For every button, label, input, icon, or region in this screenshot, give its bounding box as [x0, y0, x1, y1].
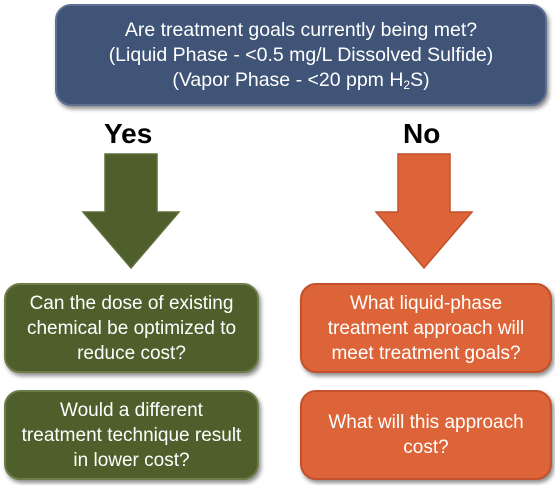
- yes-box-different-technique: Would a different treatment technique re…: [4, 390, 259, 480]
- question-line-3-subscript: 2: [403, 77, 411, 92]
- question-line-1: Are treatment goals currently being met?: [124, 18, 478, 41]
- question-box: Are treatment goals currently being met?…: [55, 4, 547, 106]
- yes-box-optimize-dose: Can the dose of existing chemical be opt…: [4, 283, 259, 373]
- no-box-treatment-approach-text: What liquid-phase treatment approach wil…: [327, 292, 525, 364]
- question-line-3: (Vapor Phase - <20 ppm H2S): [172, 68, 429, 93]
- no-label: No: [403, 118, 441, 149]
- no-box-approach-cost-text: What will this approach cost?: [328, 412, 524, 458]
- yes-label: Yes: [104, 118, 153, 149]
- yes-arrow-icon: [81, 153, 181, 270]
- yes-arrow-shape: [81, 153, 181, 270]
- no-arrow-shape: [374, 153, 474, 270]
- question-line-3-suffix: S): [410, 68, 430, 91]
- no-box-approach-cost: What will this approach cost?: [300, 390, 552, 480]
- question-line-2: (Liquid Phase - <0.5 mg/L Dissolved Sulf…: [108, 43, 494, 66]
- yes-box-different-technique-text: Would a different treatment technique re…: [21, 399, 242, 471]
- no-arrow-icon: [374, 153, 474, 270]
- yes-box-optimize-dose-text: Can the dose of existing chemical be opt…: [26, 292, 237, 364]
- no-box-treatment-approach: What liquid-phase treatment approach wil…: [300, 283, 552, 373]
- question-line-3-prefix: (Vapor Phase - <20 ppm H: [172, 68, 404, 91]
